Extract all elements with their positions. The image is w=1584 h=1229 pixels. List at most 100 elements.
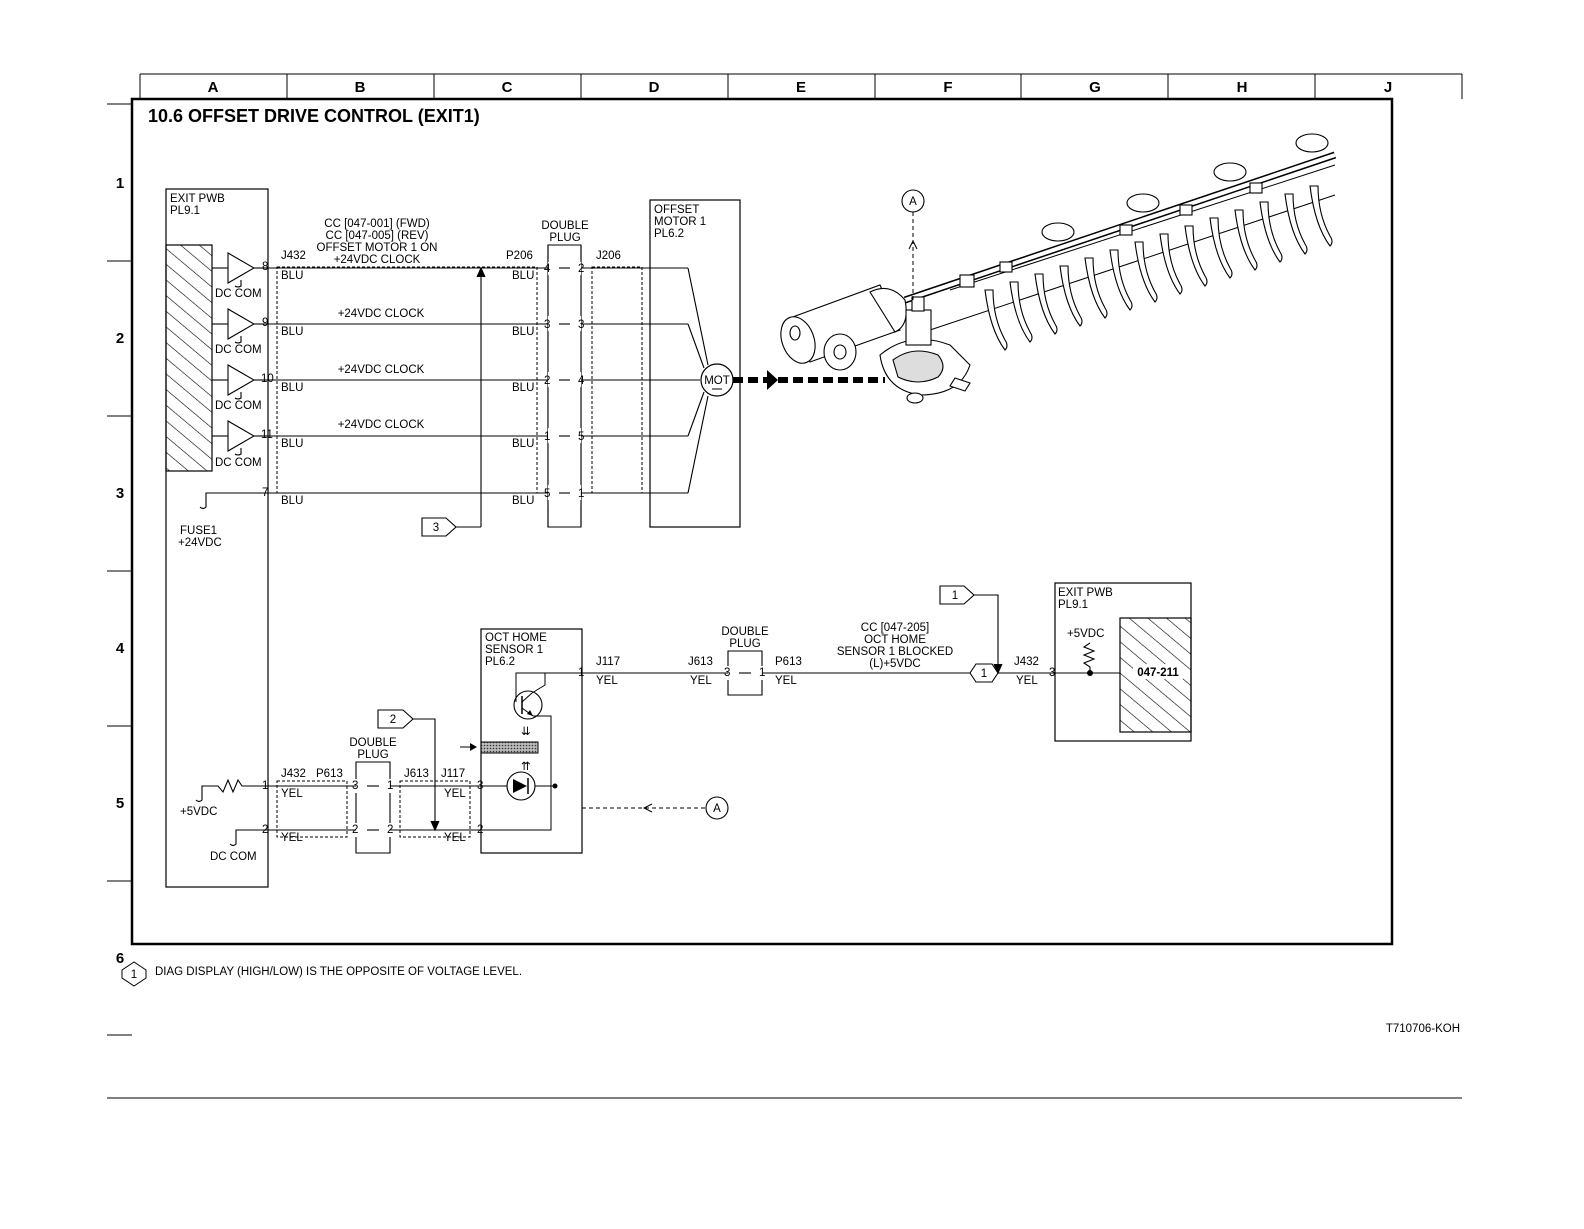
connector-label: J206 [596,250,621,262]
fault-code-label: 047-211 [1137,667,1179,679]
signal-label: (L)+5VDC [869,658,920,670]
svg-text:EXIT PWB: EXIT PWB [1058,587,1113,599]
double-plug-label: DOUBLE [349,737,397,749]
signal-label: +24VDC CLOCK [334,254,421,266]
svg-text:PL9.1: PL9.1 [1058,599,1088,611]
cc-label: CC [047-205] [861,622,929,634]
wire-color-label: BLU [281,270,303,282]
fuse-symbol [199,492,268,510]
cc-label: CC [047-005] (REV) [326,230,429,242]
wire-color-label: BLU [281,438,303,450]
double-plug-mid [727,650,763,696]
pin-label: 4 [578,375,585,387]
column-header [139,73,1463,99]
column-label: H [1237,79,1248,96]
dc-com-label: DC COM [215,400,262,412]
oct-home-sensor: OCT HOME SENSOR 1 PL6.2 ⇊ ⇈ [460,628,583,854]
wire-color-label: YEL [1016,675,1038,687]
exit-pwb-left: EXIT PWB PL9.1 [165,188,269,888]
svg-text:1: 1 [131,969,137,981]
row-label: 5 [116,795,124,812]
motor-wires [268,266,709,528]
pin-label: 1 [387,780,393,792]
svg-text:3: 3 [433,522,439,534]
ref-flag-1: 1 [939,585,1003,675]
voltage-label: +5VDC [180,806,217,818]
pin-label: 2 [544,375,550,387]
connector-j206 [591,266,643,494]
column-label: F [943,79,952,96]
connector-label: P613 [775,656,802,668]
svg-text:2: 2 [390,714,396,726]
pin-label: 4 [544,263,551,275]
svg-text:1: 1 [952,590,958,602]
fuse-label: FUSE1 [180,525,217,537]
connector-label: J613 [404,768,429,780]
note-hex-1: 1 [969,663,999,683]
diagram-frame [130,97,1394,946]
svg-text:MOTOR 1: MOTOR 1 [654,216,706,228]
pin-label: 10 [261,373,274,385]
column-label: C [502,79,513,96]
pin-label: 2 [578,263,584,275]
double-plug-label: PLUG [357,749,388,761]
pin-label: 3 [724,667,730,679]
signal-label: SENSOR 1 BLOCKED [837,646,953,658]
driver-10 [212,364,268,400]
sensor-supply-wires [195,718,481,847]
connector-label: J432 [281,768,306,780]
pin-label: 3 [1049,667,1055,679]
driver-9 [212,308,268,344]
row-label: 2 [116,330,124,347]
svg-text:PL6.2: PL6.2 [485,656,515,668]
pin-label: 1 [262,780,268,792]
column-label: G [1089,79,1101,96]
wire-color-label: BLU [512,382,534,394]
svg-text:A: A [909,196,917,208]
pin-label: 8 [262,261,268,273]
pin-label: 1 [759,667,765,679]
svg-text:⇈: ⇈ [521,761,531,773]
double-plug-label: PLUG [729,638,760,650]
diagram-title: 10.6 OFFSET DRIVE CONTROL (EXIT1) [148,106,480,126]
svg-text:PL6.2: PL6.2 [654,228,684,240]
wire-color-label: BLU [512,326,534,338]
pin-label: 1 [578,488,584,500]
column-label: J [1384,79,1392,96]
wire-color-label: BLU [512,495,534,507]
ref-circle-a-top: A [901,189,925,300]
wire-color-label: BLU [281,495,303,507]
exit-pwb-right: EXIT PWB PL9.1 +5VDC 047-211 [1054,582,1192,742]
column-label: E [796,79,806,96]
signal-label: +24VDC CLOCK [338,419,425,431]
signal-label: +24VDC CLOCK [338,308,425,320]
pin-label: 9 [262,317,268,329]
pin-label: 5 [544,488,550,500]
drive-shaft-arrow [733,370,885,390]
connector-label: J613 [688,656,713,668]
wire-color-label: BLU [281,326,303,338]
connector-j613-j117 [399,780,471,838]
double-plug-label: DOUBLE [541,220,589,232]
svg-text:A: A [713,803,721,815]
pin-label: 11 [261,429,273,441]
wire-color-label: YEL [281,832,303,844]
row-header [107,103,132,1036]
document-id: T710706-KOH [1386,1023,1460,1035]
column-label: A [208,79,219,96]
dc-com-label: DC COM [215,344,262,356]
wire-color-label: YEL [775,675,797,687]
connector-label: P613 [316,768,343,780]
driver-8 [212,252,268,288]
wire-color-label: BLU [281,382,303,394]
svg-text:EXIT PWB: EXIT PWB [170,193,225,205]
double-plug-lower [355,761,391,854]
row-label: 4 [116,640,125,657]
wire-color-label: BLU [512,438,534,450]
dc-com-label: DC COM [210,851,257,863]
motor-symbol: MOT [704,375,730,387]
connector-label: P206 [506,250,533,262]
dc-com-label: DC COM [215,457,262,469]
dc-com-label: DC COM [215,288,262,300]
